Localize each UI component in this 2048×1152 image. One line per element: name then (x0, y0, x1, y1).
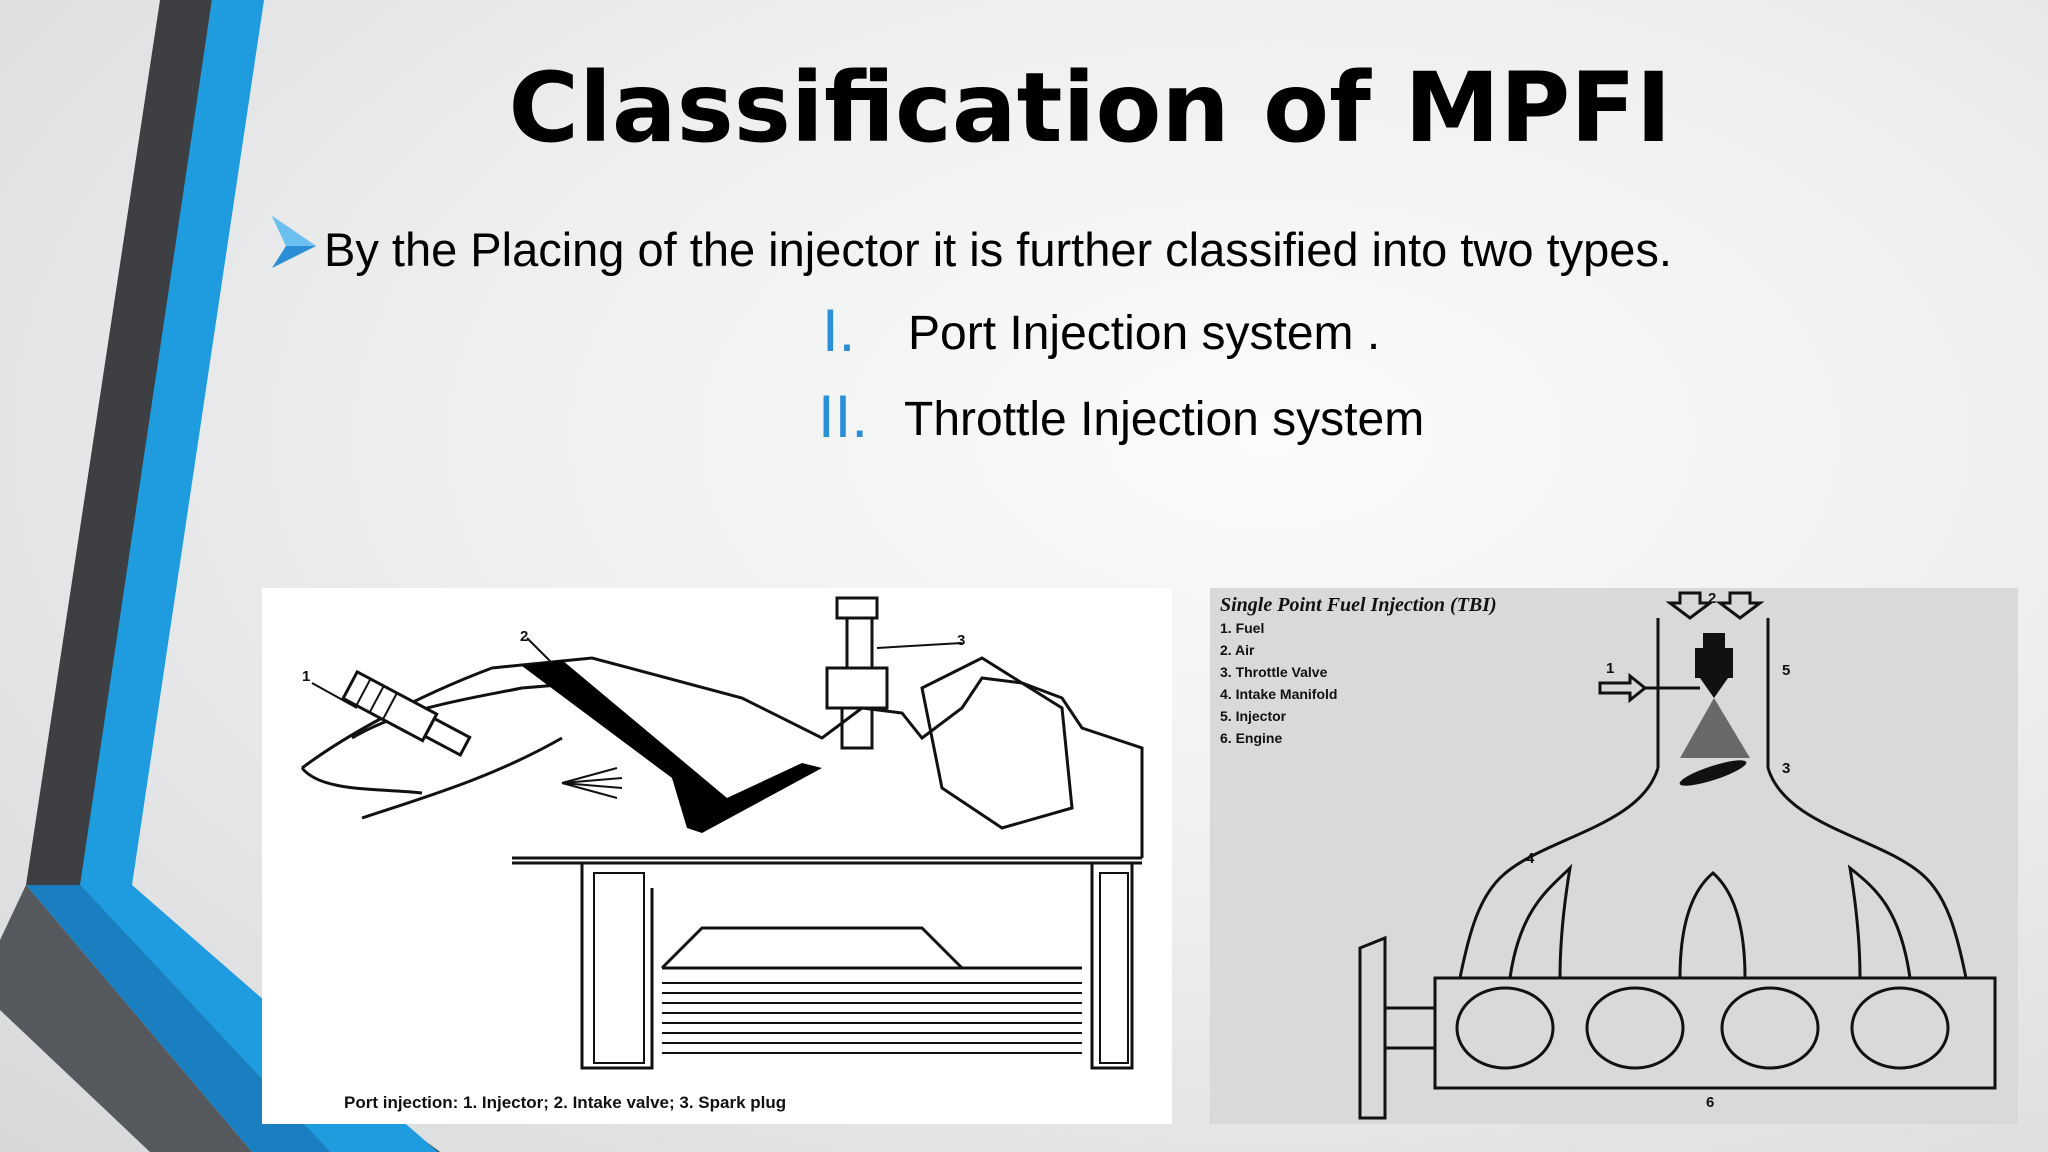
bullet-text: By the Placing of the injector it is fur… (324, 223, 1672, 276)
tbi-label-6: 6 (1706, 1094, 1715, 1111)
tbi-label-4: 4 (1526, 850, 1535, 867)
lower-dark-wedge (0, 885, 252, 1152)
port-injection-diagram: 1 2 3 Port injection: 1. Injector; 2. In… (262, 588, 1172, 1124)
list-numeral-1: I. (822, 297, 856, 364)
blue-band (80, 0, 438, 1152)
main-bullet: By the Placing of the injector it is fur… (268, 212, 2028, 282)
tbi-legend-item: 5. Injector (1220, 708, 1287, 724)
slide-title: Classification of MPFI (508, 52, 1672, 164)
list-numeral-2: II. (818, 383, 869, 450)
port-label-1: 1 (302, 668, 311, 685)
tbi-legend-item: 3. Throttle Valve (1220, 664, 1328, 680)
port-figure-caption: Port injection: 1. Injector; 2. Intake v… (344, 1093, 787, 1112)
tbi-legend-item: 4. Intake Manifold (1220, 686, 1338, 702)
tbi-drawing (1358, 591, 1997, 1120)
tbi-legend-item: 2. Air (1220, 642, 1255, 658)
list-item-throttle-injection: Throttle Injection system (904, 393, 1425, 446)
tbi-legend-item: 1. Fuel (1220, 620, 1265, 636)
tbi-label-1: 1 (1606, 660, 1615, 677)
tbi-label-2: 2 (1708, 590, 1717, 607)
tbi-diagram: Single Point Fuel Injection (TBI) 1. Fue… (1210, 588, 2018, 1124)
tbi-label-3: 3 (1782, 760, 1791, 777)
arrow-bullet-icon (272, 216, 316, 268)
dark-band (26, 0, 440, 1152)
lower-blue-wedge (26, 885, 330, 1152)
port-label-2: 2 (520, 628, 529, 645)
list-item-port-injection: Port Injection system . (908, 307, 1381, 360)
tbi-figure-title: Single Point Fuel Injection (TBI) (1220, 594, 1497, 616)
port-label-3: 3 (957, 632, 966, 649)
tbi-legend-item: 6. Engine (1220, 730, 1283, 746)
tbi-label-5: 5 (1782, 662, 1791, 679)
port-injection-drawing (300, 596, 1144, 1070)
